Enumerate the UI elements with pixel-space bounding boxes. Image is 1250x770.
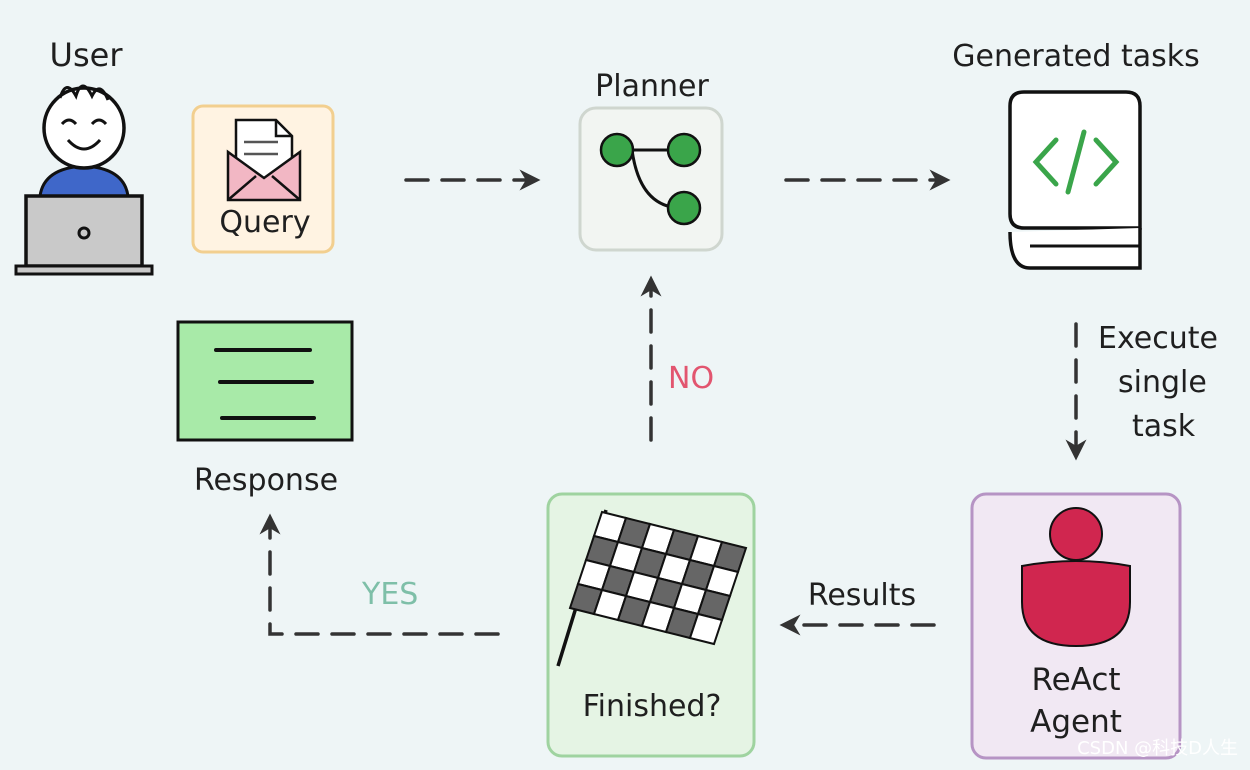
response-label: Response — [194, 463, 338, 498]
response-node[interactable]: Response — [176, 320, 354, 498]
planner-label: Planner — [595, 69, 709, 104]
book-code-icon — [1008, 90, 1142, 270]
branch-icon — [599, 132, 702, 226]
envelope-icon — [226, 118, 302, 202]
text-lines-icon — [214, 348, 316, 420]
react-agent-label-line2: Agent — [1030, 704, 1122, 740]
flag-square — [688, 612, 724, 646]
finished-node[interactable]: Finished? — [546, 492, 756, 758]
results-label: Results — [808, 578, 916, 613]
user-label: User — [50, 36, 124, 74]
finished-label: Finished? — [583, 689, 722, 724]
query-label: Query — [219, 205, 310, 240]
query-node[interactable]: Query — [191, 104, 335, 254]
person-icon — [1021, 507, 1131, 648]
edge-finished-to-response — [259, 513, 500, 636]
yes-label: YES — [361, 577, 418, 612]
user-icon — [14, 84, 154, 276]
planner-box[interactable] — [578, 106, 724, 252]
execute-label-line3: task — [1132, 409, 1196, 444]
no-label: NO — [668, 361, 714, 396]
react-agent-node[interactable]: ReAct Agent — [970, 492, 1182, 760]
checkered-flag-icon — [556, 509, 748, 667]
react-agent-label-line1: ReAct — [1031, 662, 1120, 698]
execute-label-line1: Execute — [1098, 321, 1218, 356]
planner-node[interactable]: Planner — [578, 69, 724, 252]
watermark-text: CSDN @科技D人生 — [1077, 738, 1238, 759]
user-node: User — [14, 36, 154, 276]
generated-tasks-node[interactable]: Generated tasks — [952, 39, 1200, 270]
generated-tasks-label: Generated tasks — [952, 39, 1199, 74]
execute-label-line2: single — [1118, 365, 1207, 400]
